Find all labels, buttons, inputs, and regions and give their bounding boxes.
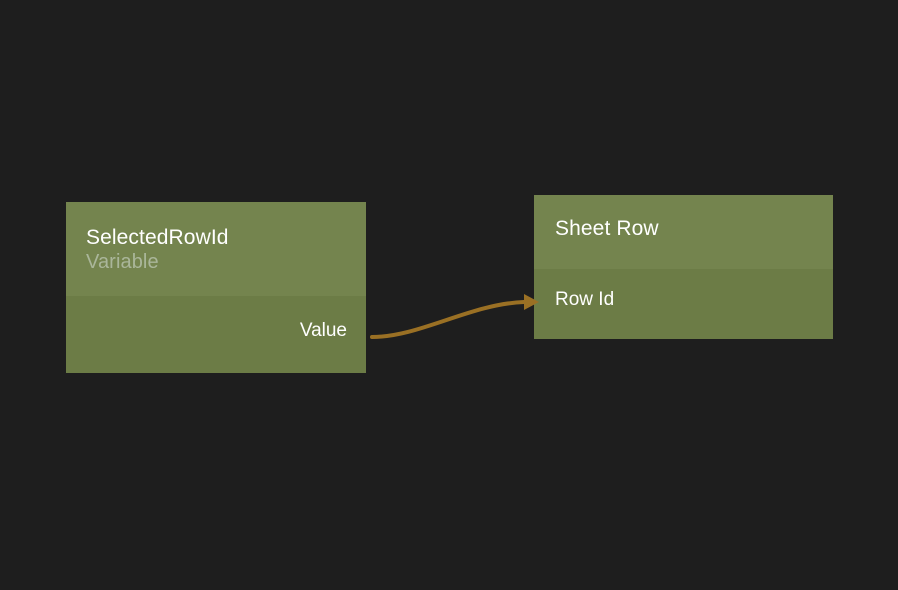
port-label-value: Value bbox=[299, 320, 347, 341]
node-title: Sheet Row bbox=[555, 217, 659, 240]
port-arrow-icon[interactable] bbox=[534, 294, 539, 310]
node-header[interactable]: SelectedRowId Variable bbox=[66, 202, 366, 296]
port-label-row-id: Row Id bbox=[555, 289, 615, 310]
input-port-row-id[interactable] bbox=[534, 294, 540, 310]
connection-value-to-row-id[interactable] bbox=[370, 294, 539, 339]
node-title: SelectedRowId bbox=[86, 226, 229, 249]
node-body: Value bbox=[66, 296, 366, 373]
connection-curve[interactable] bbox=[370, 300, 526, 339]
node-variable-selectedrowid[interactable]: SelectedRowId Variable Value bbox=[66, 202, 366, 373]
node-header[interactable]: Sheet Row bbox=[534, 195, 833, 269]
node-subtitle: Variable bbox=[86, 251, 159, 273]
node-body: Row Id bbox=[534, 269, 833, 339]
node-sheet-row[interactable]: Sheet Row Row Id bbox=[534, 195, 833, 339]
